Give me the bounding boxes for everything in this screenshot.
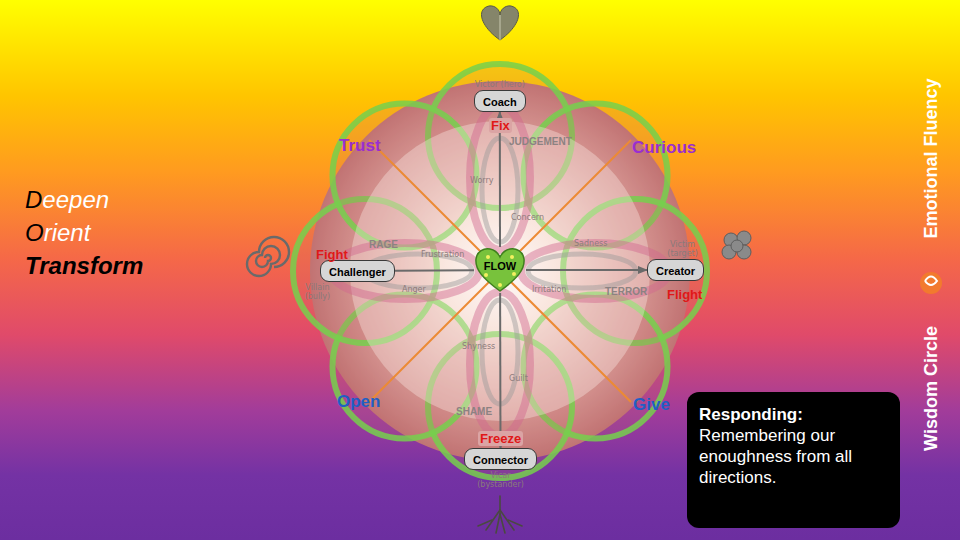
role-name: Creator [656,265,695,277]
heart-icon [481,6,518,40]
root [496,514,500,533]
role-caption: Villain (bully) [291,283,343,301]
emotion-word: Worry [470,176,494,185]
roots-icon [478,496,522,533]
heart-dot [498,283,502,287]
role-caption: Victor (hero) [474,80,526,89]
coach-pill: CoachVictor (hero) [474,90,526,112]
acronym-word: Orient [25,219,90,247]
heart-dot [486,255,490,259]
axis-arrow [499,293,501,448]
spiral-icon [247,237,289,276]
emotion-zone: TERROR [605,286,647,297]
role-name: Coach [483,96,517,108]
emotion-word: Guilt [509,374,528,383]
responding-box: Responding:Remembering our enoughness fr… [687,392,900,528]
quality-label: Open [337,392,380,412]
acronym-word: Deepen [25,186,109,214]
role-name: Challenger [329,266,386,278]
box-heading: Responding: [699,404,888,425]
root [478,520,492,526]
quality-label: Curious [632,138,696,158]
heart-dot [484,273,488,277]
flow-text: FLOW [474,260,526,272]
ray [369,271,500,402]
creator-pill: CreatorVictim (target) [647,259,704,281]
axis-arrow [526,269,647,271]
emotion-word: Frustration [421,250,464,259]
logo-circle [920,272,942,294]
box-body: Remembering our enoughness from all dire… [699,425,888,488]
loop [470,106,530,250]
heart-icon-seam [500,15,501,40]
emotion-word: Sadness [574,239,607,248]
vertical-brand-text: Wisdom Circle [921,326,942,451]
reaction-label: Freeze [478,431,523,446]
emotion-zone: RAGE [369,239,398,250]
connector-pill: ConnectorVicar (bystander) [464,448,537,470]
role-caption: Vicar (bystander) [475,471,527,489]
root [499,496,501,516]
quality-label: Give [633,395,670,415]
emotion-zone: JUDGEMENT [509,136,572,147]
brain-icon [722,231,751,259]
heart-dot [512,272,516,276]
role-caption: Victim (target) [657,240,709,258]
root [508,520,522,526]
challenger-pill: ChallengerVillain (bully) [320,260,395,282]
flower-petals [293,64,707,478]
vertical-brand-text: Emotional Fluency [921,78,942,238]
emotion-word: Concern [511,213,544,222]
quality-label: Trust [339,136,381,156]
emotion-zone: SHAME [456,406,492,417]
acronym-word: Transform [25,252,143,280]
brain-lobe [731,240,743,252]
flow-heart: FLOW [474,247,526,293]
reaction-label: Fight [316,247,348,262]
root [500,514,505,533]
reaction-label: Fix [489,118,512,133]
reaction-label: Flight [667,287,702,302]
emotion-word: Anger [402,285,426,294]
emotion-word: Irritation [532,285,566,294]
emotion-word: Shyness [462,342,495,351]
axis-arrow [395,269,474,272]
role-name: Connector [473,454,528,466]
heart-dot [510,255,514,259]
logo-mark [925,277,937,286]
